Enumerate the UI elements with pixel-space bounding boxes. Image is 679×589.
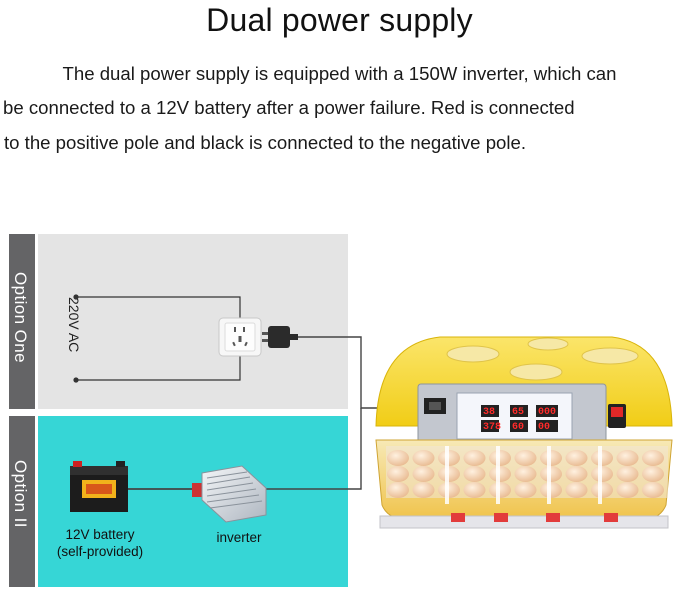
egg	[387, 466, 409, 482]
egg	[514, 450, 537, 466]
egg	[463, 466, 486, 482]
battery-caption-line-1: 12V battery	[65, 527, 135, 542]
egg	[642, 466, 664, 482]
egg	[616, 450, 639, 466]
description-line-2: be connected to a 12V battery after a po…	[3, 97, 575, 118]
egg	[463, 450, 486, 466]
egg	[387, 482, 409, 498]
display-bottom-count: 00	[538, 422, 550, 433]
egg	[642, 482, 664, 498]
egg	[565, 450, 588, 466]
egg	[463, 482, 486, 498]
egg	[412, 482, 435, 498]
egg	[616, 482, 639, 498]
tray-handle	[494, 513, 508, 522]
ac-terminal-top	[73, 294, 79, 300]
wall-socket-icon	[218, 317, 262, 357]
inverter-icon	[128, 465, 267, 523]
egg	[412, 466, 435, 482]
option-two-bar: Option II	[9, 416, 35, 587]
plug-icon	[262, 326, 298, 348]
egg	[642, 450, 664, 466]
egg	[616, 466, 639, 482]
display-top-temp: 38	[483, 407, 495, 418]
battery-icon	[70, 461, 128, 512]
tray-divider	[547, 446, 551, 504]
egg	[412, 450, 435, 466]
tray-handle	[546, 513, 560, 522]
option-one-bar: Option One	[9, 234, 35, 409]
tray-divider	[445, 446, 449, 504]
ac-terminal-bottom	[73, 377, 79, 383]
egg	[514, 482, 537, 498]
main-cable	[128, 336, 418, 490]
egg	[565, 482, 588, 498]
display-top-count: 000	[538, 407, 556, 418]
egg-rows	[387, 450, 664, 498]
tray-handle	[604, 513, 618, 522]
ac-wiring	[76, 296, 241, 381]
display-bottom-temp: 378	[483, 422, 501, 433]
egg	[387, 450, 409, 466]
inverter-caption: inverter	[216, 530, 262, 545]
egg	[565, 466, 588, 482]
battery-caption: 12V battery (self-provided)	[40, 526, 160, 560]
description-line-3: to the positive pole and black is connec…	[4, 132, 527, 153]
tray-handle	[451, 513, 465, 522]
display-top-humidity: 65	[512, 407, 524, 418]
egg	[514, 466, 537, 482]
tray-divider	[598, 446, 602, 504]
tray-divider	[496, 446, 500, 504]
egg-tray	[445, 446, 618, 522]
page-title: Dual power supply	[206, 2, 473, 38]
description-line-1: The dual power supply is equipped with a…	[62, 63, 617, 84]
display-bottom-humidity: 60	[512, 422, 524, 433]
battery-caption-line-2: (self-provided)	[56, 544, 144, 559]
